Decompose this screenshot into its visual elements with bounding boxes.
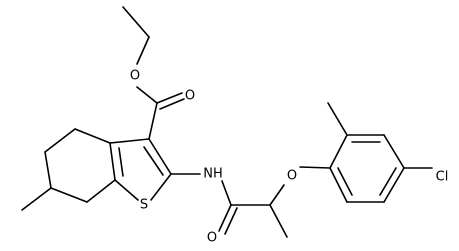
bond-carbonyl-double-2 [159, 98, 185, 110]
bond-o-carbonyl-c [136, 86, 158, 104]
bond-c7a-c3a-outer [109, 142, 116, 181]
bond-ar-c6-c1 [329, 167, 348, 203]
bond-c3a-c4 [74, 128, 111, 144]
bond-ch-methyl [269, 204, 288, 238]
atom-o-amide: O [207, 231, 217, 246]
bond-ar-c6-c1-inner [337, 167, 353, 196]
bond-s-c7a [114, 179, 139, 201]
atom-o-ester-carbonyl: O [185, 89, 195, 104]
atom-o-ester-ether: O [130, 69, 140, 84]
bond-ch-o [269, 184, 285, 206]
atom-nh: NH [203, 167, 223, 182]
bond-ar-c4-c5-inner [379, 167, 397, 196]
bond-amide-double-1 [218, 204, 232, 232]
bond-c2-s [150, 173, 172, 201]
bond-c3-c2-outer [148, 138, 172, 175]
atom-o-aryl-ether: O [287, 169, 297, 184]
atom-chlorine: Cl [436, 170, 449, 185]
bond-ar-methyl [327, 102, 348, 136]
bond-c6-methyl [21, 187, 52, 211]
bond-ar-c4-c5 [383, 167, 405, 203]
bond-nh-amide-c [221, 180, 232, 206]
bond-carbonyl-double-1 [156, 92, 183, 104]
bond-c7-c7a [86, 179, 116, 203]
bond-ar-c1-c2 [329, 134, 348, 169]
bond-carbonyl-c3 [148, 102, 158, 140]
bond-o-aryl [299, 166, 331, 169]
bond-c6-c7 [50, 187, 88, 203]
bond-ar-c3-c4 [383, 134, 405, 169]
bond-c7a-c3a-inner [118, 147, 124, 177]
bond-ethyl-ch2-o [136, 36, 150, 65]
bond-amide-double-2 [224, 207, 238, 235]
bond-c5-c6 [44, 151, 52, 189]
bond-c4-c5 [44, 128, 76, 153]
bond-c3a-c3 [109, 138, 150, 144]
bond-ethyl-ch3-ch2 [122, 6, 150, 38]
bond-c3-c2-inner [143, 146, 164, 176]
atom-sulfur: S [140, 198, 148, 213]
